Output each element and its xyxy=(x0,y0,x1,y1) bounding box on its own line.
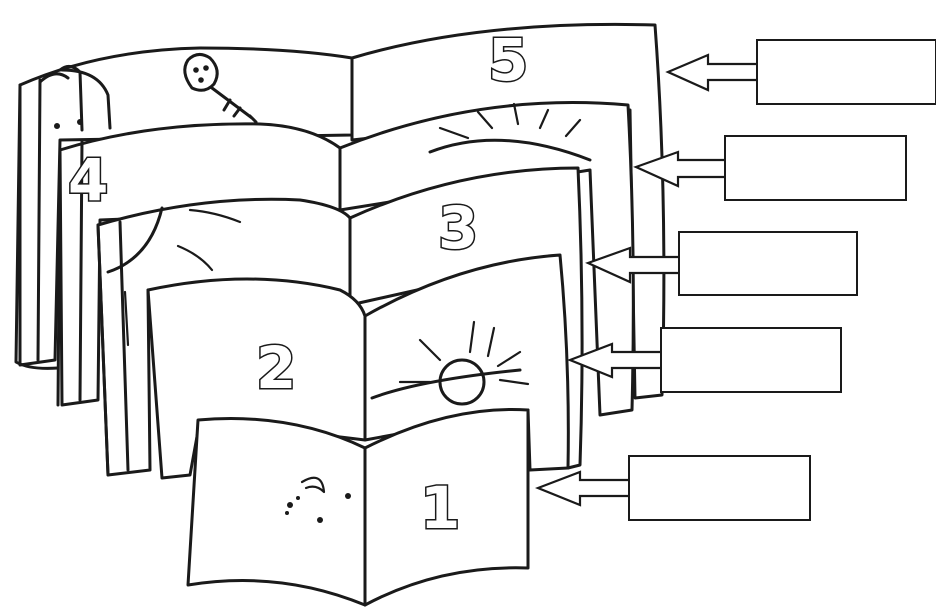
door-dot xyxy=(77,119,83,125)
layer-1-left-page xyxy=(188,419,365,605)
page-number-3: 3 xyxy=(438,194,478,262)
door-dot xyxy=(54,123,60,129)
label-box-2[interactable] xyxy=(661,328,841,392)
page-number-1: 1 xyxy=(420,474,460,542)
arrow-to-layer-1 xyxy=(538,472,630,505)
arrow-to-layer-5 xyxy=(668,55,758,90)
label-box-1[interactable] xyxy=(629,456,810,520)
label-box-3[interactable] xyxy=(679,232,857,295)
page-number-5: 5 xyxy=(488,26,528,94)
label-box-4[interactable] xyxy=(725,136,906,200)
label-5 xyxy=(668,40,936,104)
label-box-5[interactable] xyxy=(757,40,936,104)
page-number-2: 2 xyxy=(256,334,296,402)
page-number-4: 4 xyxy=(68,146,108,214)
label-4 xyxy=(636,136,906,200)
